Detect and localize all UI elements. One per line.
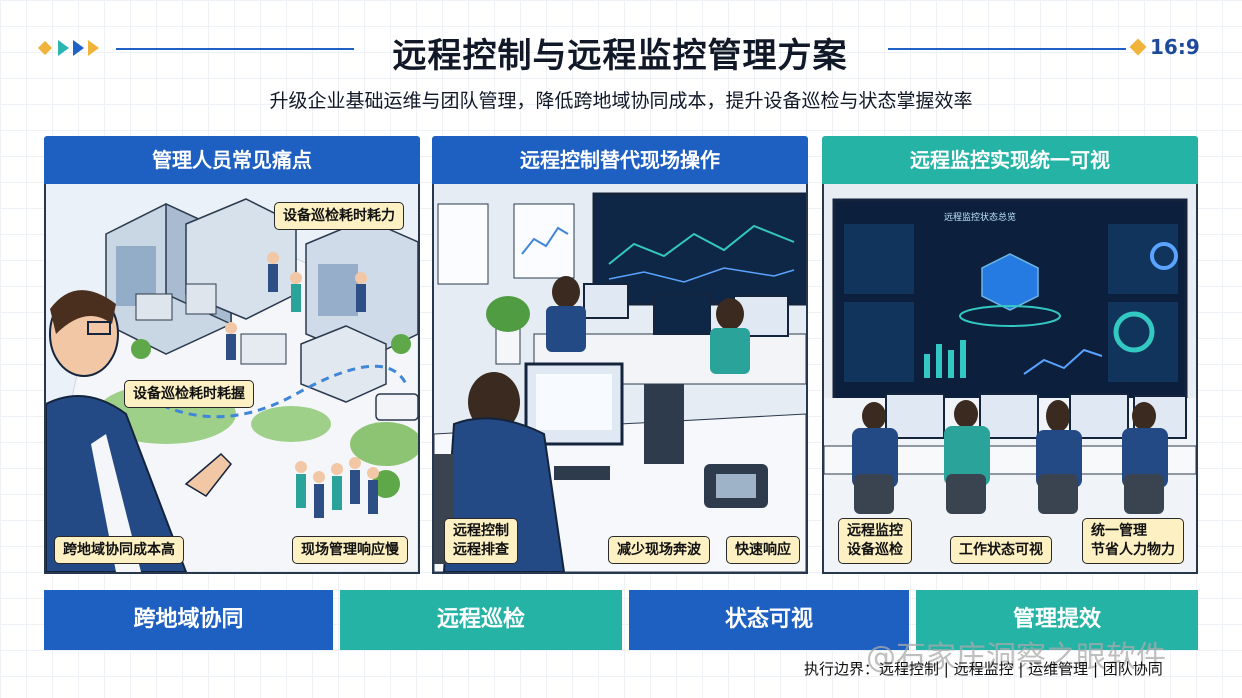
- panel-title: 管理人员常见痛点: [44, 136, 420, 184]
- control-tag-line-1: 远程控制: [453, 523, 509, 539]
- monitor-tag-line-2: 节省人力物力: [1091, 542, 1175, 558]
- panel-illustration: 远程控制 远程排查 减少现场奔波 快速响应: [432, 184, 808, 574]
- control-tag-line-2: 远程排查: [453, 542, 509, 558]
- header: 远程控制与远程监控管理方案 16:9: [0, 22, 1242, 76]
- page-subtitle: 升级企业基础运维与团队管理，降低跨地域协同成本，提升设备巡检与状态掌握效率: [269, 90, 973, 112]
- gold-diamond-icon: [37, 40, 53, 56]
- panel-illustration: 设备巡检耗时耗力 设备巡检耗时耗握 跨地域协同成本高 现场管理响应慢: [44, 184, 420, 574]
- teal-arrow-icon: [58, 40, 69, 56]
- watermark-text: @石家庄洞察之眼软件: [866, 640, 1166, 675]
- aspect-ratio-label: 16:9: [1150, 35, 1200, 59]
- panel-pain-points: 管理人员常见痛点: [44, 136, 420, 574]
- panel-remote-control: 远程控制替代现场操作: [432, 136, 808, 574]
- dashboard-title: 远程监控状态总览: [944, 213, 1017, 223]
- header-line-right: [888, 48, 1126, 50]
- gold-diamond-icon: [1129, 38, 1147, 56]
- monitor-tag-line-1: 统一管理: [1091, 523, 1147, 539]
- header-line-left: [116, 48, 354, 50]
- control-tag-less-travel: 减少现场奔波: [608, 536, 710, 564]
- bottom-item-remote-inspection: 远程巡检: [340, 590, 622, 650]
- panel-title: 远程监控实现统一可视: [822, 136, 1198, 184]
- watermark: @石家庄洞察之眼软件: [866, 632, 1166, 676]
- city-illustration: [46, 184, 418, 572]
- monitor-tag-line-2: 设备巡检: [847, 542, 903, 558]
- pain-tag-inspection-2: 设备巡检耗时耗握: [124, 380, 254, 408]
- blue-arrow-icon: [73, 40, 84, 56]
- footer-scope: 执行边界：远程控制 | 远程监控 | 运维管理 | 团队协同: [804, 660, 1163, 678]
- panel-remote-monitoring: 远程监控实现统一可视: [822, 136, 1198, 574]
- aspect-ratio-badge: 16:9: [1129, 35, 1200, 59]
- monitor-tag-unified: 统一管理 节省人力物力: [1082, 518, 1184, 564]
- monitoring-room-illustration: [824, 184, 1196, 572]
- office-illustration: [434, 184, 806, 572]
- gold-arrow-icon: [88, 40, 99, 56]
- bottom-item-efficiency: 管理提效: [916, 590, 1198, 650]
- monitor-tag-status-visible: 工作状态可视: [950, 536, 1052, 564]
- bottom-item-status-visible: 状态可视: [629, 590, 909, 650]
- control-tag-quick-response: 快速响应: [726, 536, 800, 564]
- monitor-tag-inspection: 远程监控 设备巡检: [838, 518, 912, 564]
- panel-title: 远程控制替代现场操作: [432, 136, 808, 184]
- pain-tag-inspection: 设备巡检耗时耗力: [274, 202, 404, 230]
- control-tag-remote: 远程控制 远程排查: [444, 518, 518, 564]
- bottom-item-cross-region: 跨地域协同: [44, 590, 333, 650]
- page-title: 远程控制与远程监控管理方案: [392, 36, 848, 76]
- pain-tag-slow-response: 现场管理响应慢: [292, 536, 408, 564]
- header-deco: [37, 38, 99, 58]
- pain-tag-cross-region: 跨地域协同成本高: [54, 536, 184, 564]
- monitor-tag-line-1: 远程监控: [847, 523, 903, 539]
- panel-illustration: 远程监控状态总览 远程监控 设备巡检 工作状态可视 统一管理 节省人力物力: [822, 184, 1198, 574]
